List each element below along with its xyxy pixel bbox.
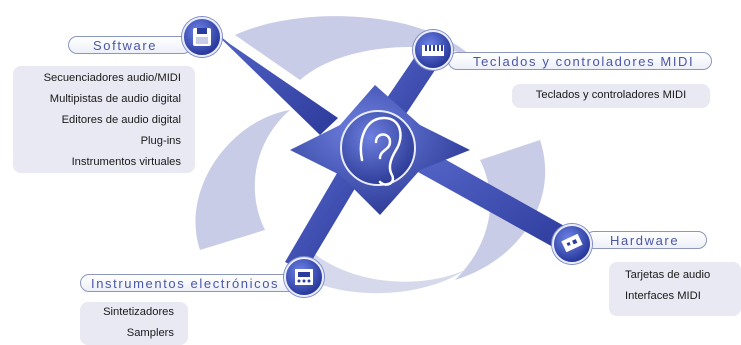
- instrumentos-submenu: Sintetizadores Samplers: [80, 302, 188, 345]
- hub-circle: [340, 110, 416, 186]
- hardware-submenu: Tarjetas de audio Interfaces MIDI: [609, 262, 741, 316]
- ear-icon: [359, 116, 402, 186]
- sound-card-icon[interactable]: [552, 224, 592, 264]
- software-submenu: Secuenciadores audio/MIDI Multipistas de…: [13, 66, 195, 173]
- synthesizer-icon[interactable]: [284, 257, 324, 297]
- teclados-item[interactable]: Teclados y controladores MIDI: [535, 89, 687, 101]
- swirl-blade-top: [235, 16, 470, 80]
- category-teclados-pill[interactable]: Teclados y controladores MIDI: [448, 52, 712, 70]
- instrumentos-item[interactable]: Sintetizadores: [103, 306, 174, 318]
- instrumentos-item[interactable]: Samplers: [126, 327, 174, 339]
- category-hardware-pill[interactable]: Hardware: [585, 231, 707, 249]
- category-hardware-label: Hardware: [610, 233, 680, 248]
- arm-software: [210, 28, 338, 135]
- hardware-item[interactable]: Interfaces MIDI: [625, 290, 701, 302]
- swirl-blade-left: [195, 110, 290, 250]
- software-item[interactable]: Plug-ins: [140, 135, 181, 147]
- category-software-label: Software: [93, 38, 158, 53]
- category-instrumentos-pill[interactable]: Instrumentos electrónicos: [80, 274, 300, 292]
- hardware-item[interactable]: Tarjetas de audio: [625, 269, 711, 281]
- software-item[interactable]: Instrumentos virtuales: [71, 156, 181, 168]
- category-software-pill[interactable]: Software: [68, 36, 192, 54]
- arm-instrumentos: [285, 168, 360, 272]
- software-item[interactable]: Secuenciadores audio/MIDI: [43, 72, 181, 84]
- swirl-blade-bottom: [300, 250, 465, 294]
- category-instrumentos-label: Instrumentos electrónicos: [91, 276, 280, 291]
- arm-hardware: [418, 152, 575, 252]
- teclados-submenu: Teclados y controladores MIDI: [512, 84, 710, 108]
- software-item[interactable]: Editores de audio digital: [61, 114, 181, 126]
- software-item[interactable]: Multipistas de audio digital: [49, 93, 181, 105]
- keyboard-icon[interactable]: [413, 30, 453, 70]
- category-teclados-label: Teclados y controladores MIDI: [473, 54, 695, 69]
- floppy-disk-icon[interactable]: [182, 17, 222, 57]
